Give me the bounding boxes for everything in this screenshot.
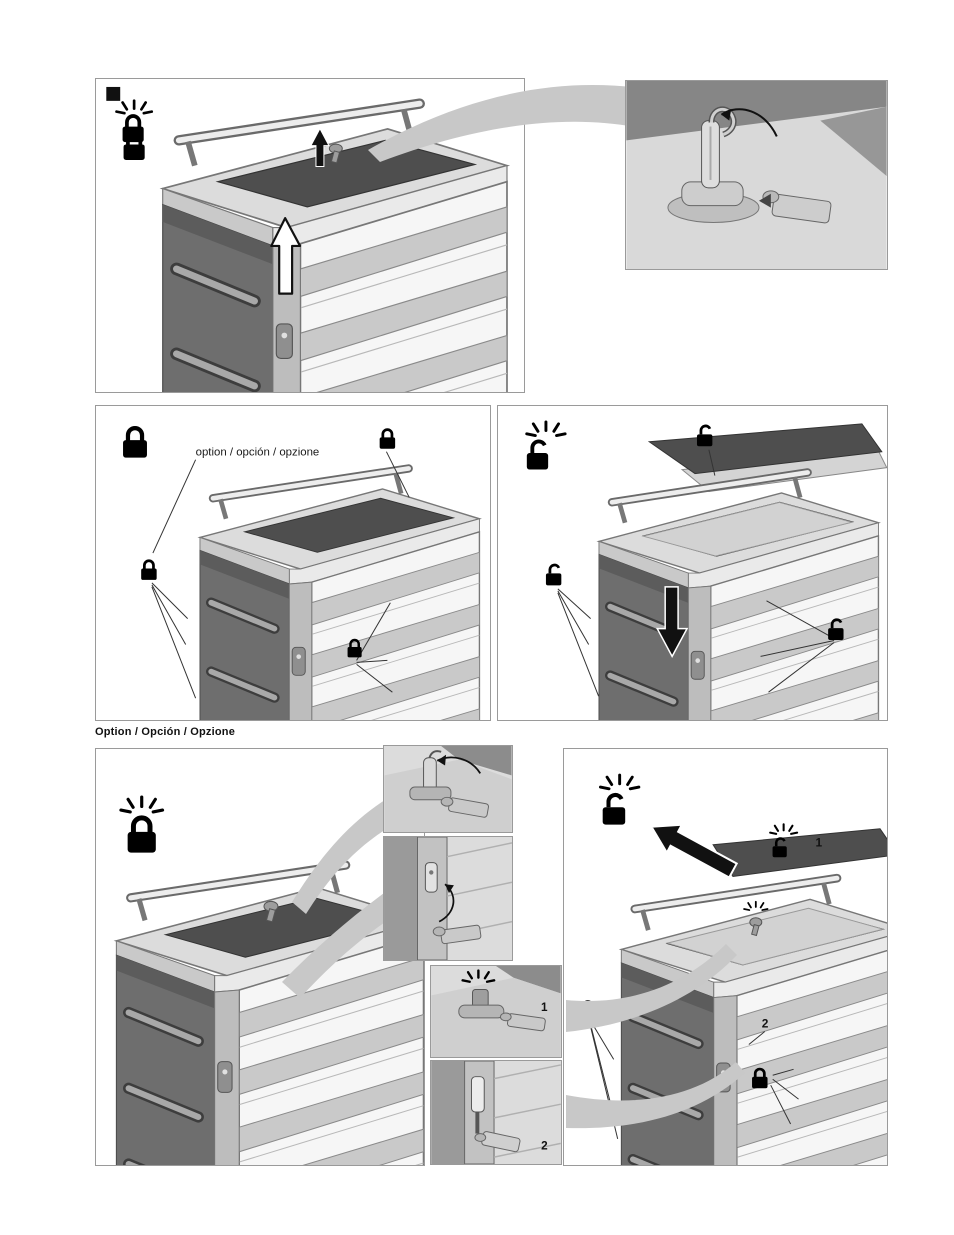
latch-arm <box>423 757 437 792</box>
pointer-lines <box>557 449 835 697</box>
option-label: option / opción / opzione <box>196 447 320 459</box>
closed-padlock-icon <box>378 428 397 450</box>
step1-latch-detail: 1 <box>431 966 561 1057</box>
lock-detail-illustration <box>626 81 887 269</box>
cart-illustration <box>599 472 878 720</box>
step-number: 1 <box>541 1001 548 1014</box>
up-arrow-icon <box>270 217 302 295</box>
insert-arrow <box>758 193 771 208</box>
post-latch-detail <box>384 837 512 960</box>
key-icon <box>440 924 482 945</box>
latch-base <box>409 786 452 801</box>
open-padlock-icon <box>544 563 563 587</box>
step-number: 2 <box>762 1017 769 1031</box>
flashing-rays-icon <box>598 773 641 791</box>
flashing-rays-icon <box>743 900 769 911</box>
panel-lock-detail <box>625 80 888 270</box>
panel-unlock-remove-cover: 1 2 <box>563 748 888 1166</box>
removed-mat <box>712 828 887 878</box>
key-icon <box>263 900 279 923</box>
flashing-rays-icon <box>525 420 567 438</box>
flashing-rays-icon <box>769 823 799 835</box>
closed-padlock-icon <box>123 428 147 458</box>
panel-unlocked-cover-down <box>497 405 888 721</box>
small-up-arrow-icon <box>310 127 330 167</box>
flashing-rays-icon <box>115 99 154 115</box>
empty-deck-top <box>641 501 854 557</box>
down-arrow-icon <box>655 586 689 658</box>
key-icon <box>749 917 763 937</box>
detail-top-latch <box>383 745 513 833</box>
removed-mat <box>647 423 883 475</box>
up-left-arrow-icon <box>649 823 739 879</box>
open-padlock-icon <box>603 795 626 825</box>
detail-step-2: 2 <box>430 1060 562 1165</box>
latch-base <box>458 1004 505 1019</box>
unlocked-cart-illustration <box>524 420 887 720</box>
closed-padlock-icon <box>577 1000 598 1024</box>
locking-cart-illustration <box>96 795 424 1165</box>
panel-lock-with-key <box>95 748 425 1166</box>
closed-padlock-icon <box>139 559 159 581</box>
open-padlock-icon <box>524 439 551 472</box>
unlocking-cart-illustration: 1 2 <box>577 773 887 1165</box>
step2-latch-detail: 2 <box>431 1061 561 1164</box>
locked-cart-illustration: option / opción / opzione <box>96 406 490 720</box>
cart-corner-illustration <box>106 86 524 392</box>
key-icon <box>771 193 832 224</box>
panel-locked-option: option / opción / opzione <box>95 405 491 721</box>
pointer-lines <box>151 451 410 699</box>
latch-arm <box>470 1076 485 1113</box>
top-latch-detail <box>384 746 512 832</box>
detail-post-latch <box>383 836 513 961</box>
flashing-rays-icon <box>119 795 165 814</box>
option-heading: Option / Opción / Opzione <box>95 726 236 738</box>
panel-lift-top-rail <box>95 78 525 393</box>
step-number: 2 <box>541 1139 548 1152</box>
lock-cylinder <box>472 988 489 1008</box>
cart-illustration <box>200 468 479 720</box>
keypad-square-icon <box>106 86 121 101</box>
detail-step-1: 1 <box>430 965 562 1058</box>
closed-padlock-icon <box>128 818 156 853</box>
latch-arm <box>424 862 438 893</box>
open-padlock-icon <box>695 424 714 448</box>
key-icon <box>328 143 343 164</box>
step-number: 1 <box>815 836 822 850</box>
